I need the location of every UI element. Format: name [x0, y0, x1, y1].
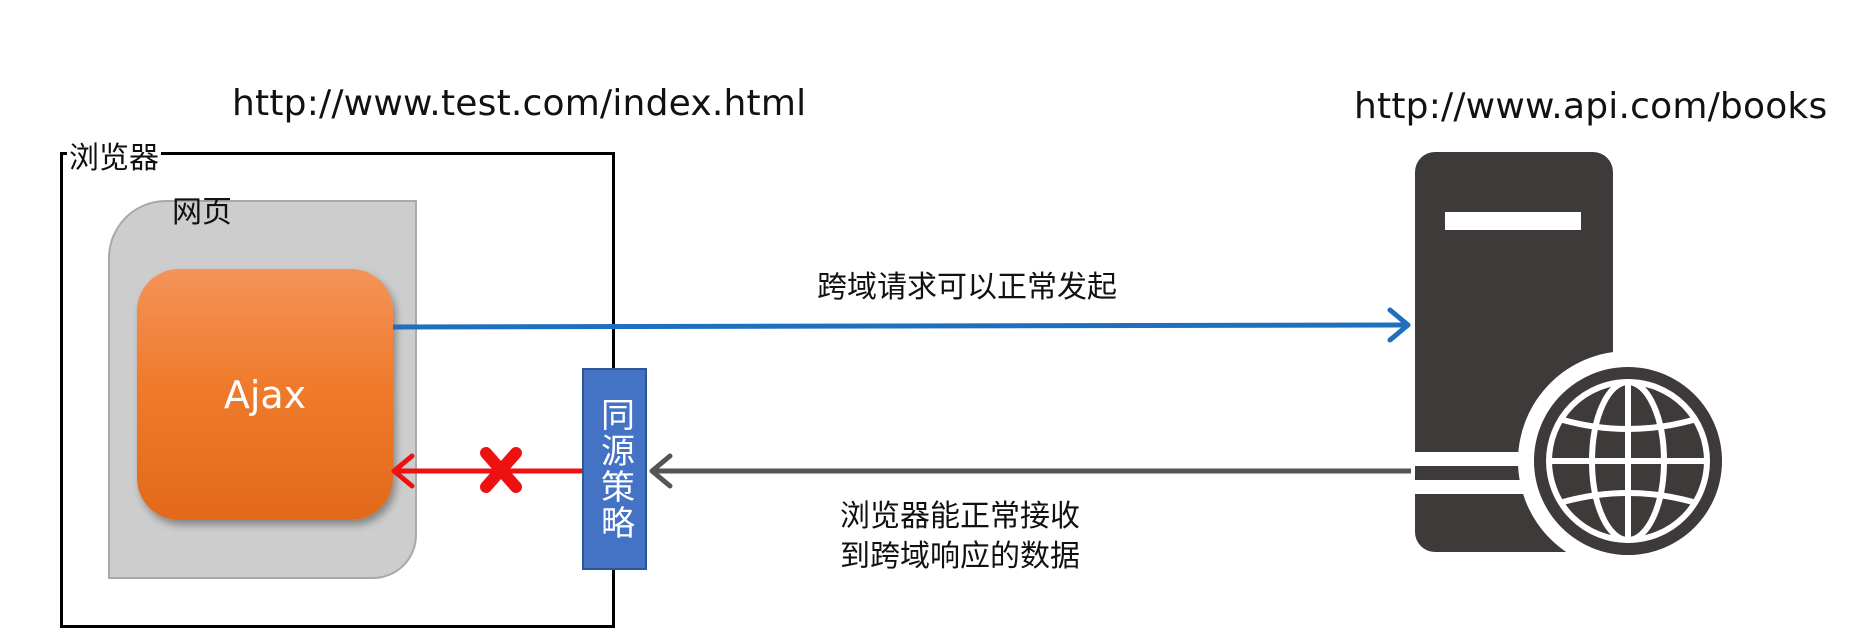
same-origin-policy-box: 同源策略: [582, 368, 647, 570]
response-label-line1: 浏览器能正常接收: [840, 499, 1080, 534]
server-bar-1: [1415, 452, 1525, 466]
x-mark-icon: [480, 447, 522, 493]
request-label: 跨域请求可以正常发起: [817, 270, 1117, 305]
response-label: 浏览器能正常接收 到跨域响应的数据: [840, 497, 1080, 577]
browser-label: 浏览器: [67, 133, 161, 177]
response-label-line2: 到跨域响应的数据: [840, 539, 1080, 574]
server-slot: [1445, 212, 1581, 230]
webpage-label: 网页: [172, 195, 232, 230]
policy-label: 同源策略: [594, 397, 635, 541]
server-url: http://www.api.com/books: [1354, 86, 1828, 127]
globe-icon: [1534, 367, 1722, 555]
ajax-label: Ajax: [223, 372, 307, 417]
ajax-box: Ajax: [137, 269, 393, 520]
browser-url: http://www.test.com/index.html: [232, 83, 807, 124]
server-bar-2: [1415, 480, 1525, 494]
request-arrow: [392, 307, 1411, 343]
blocked-arrow: [391, 453, 582, 489]
response-arrow: [649, 453, 1411, 489]
server-globe-icon: [1415, 152, 1730, 560]
